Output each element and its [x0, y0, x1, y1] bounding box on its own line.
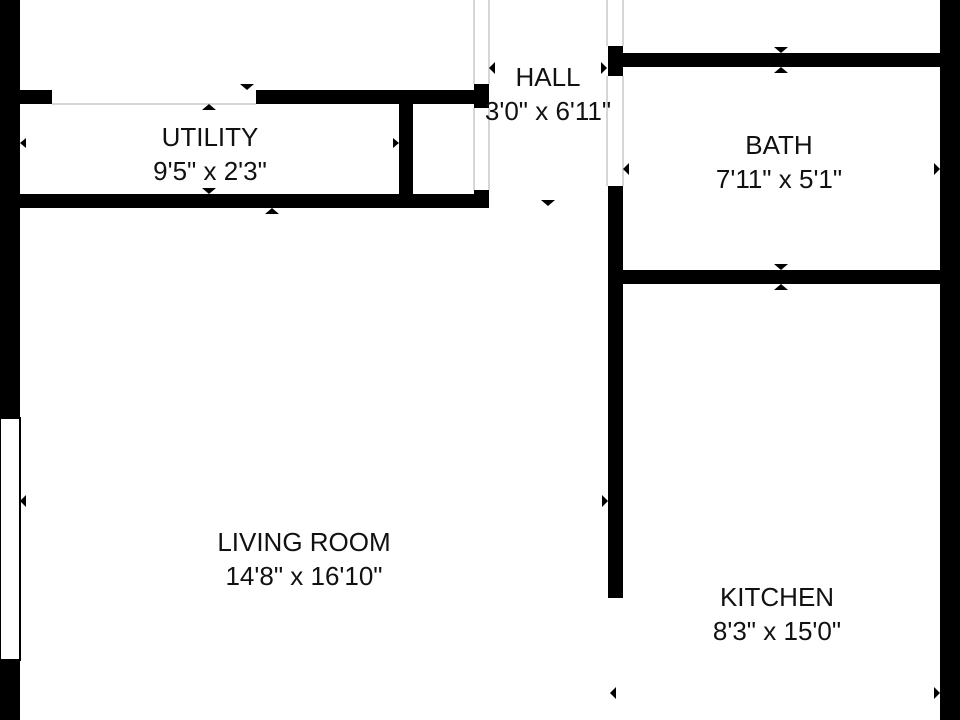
room-label-utility: UTILITY 9'5" x 2'3" — [100, 120, 320, 188]
bath-top-wall — [608, 53, 942, 67]
room-dimensions-kitchen: 8'3" x 15'0" — [712, 616, 842, 646]
room-name-kitchen: KITCHEN — [719, 582, 835, 612]
room-label-kitchen: KITCHEN 8'3" x 15'0" — [667, 580, 887, 648]
wall-left-upper — [0, 0, 20, 418]
bath-kitchen-wall — [608, 270, 942, 284]
arrow-bath-top-b — [774, 67, 788, 73]
arrow-bath-bottom-b — [774, 284, 788, 290]
arrow-living-left — [20, 495, 26, 507]
arrow-hall-bottom — [541, 200, 555, 206]
arrow-bath-bottom-a — [774, 264, 788, 270]
utility-top-wall-right — [256, 90, 488, 104]
hall-closet-stub-top — [474, 84, 489, 108]
hall-closet-stub-bottom — [474, 190, 489, 208]
utility-top-wall-left — [20, 90, 52, 104]
arrow-utility-top-b — [202, 104, 216, 110]
arrow-utility-left — [20, 138, 26, 148]
bath-left-wall — [608, 186, 623, 284]
arrow-utility-bottom-b — [265, 208, 279, 214]
arrow-bath-right — [934, 163, 940, 175]
arrow-hall-right — [601, 62, 607, 74]
arrow-kitchen-right — [934, 687, 940, 699]
room-name-living-room: LIVING ROOM — [217, 527, 391, 557]
kitchen-left-wall — [608, 284, 623, 598]
arrow-utility-right — [393, 138, 399, 148]
arrow-hall-left — [489, 62, 495, 74]
room-name-utility: UTILITY — [161, 122, 259, 152]
room-label-hall: HALL 3'0" x 6'11" — [438, 60, 658, 128]
utility-bottom-wall — [20, 194, 488, 208]
arrow-living-right — [602, 495, 608, 507]
room-name-bath: BATH — [745, 130, 813, 160]
room-dimensions-hall: 3'0" x 6'11" — [484, 96, 612, 126]
room-name-hall: HALL — [515, 62, 581, 92]
room-label-bath: BATH 7'11" x 5'1" — [669, 128, 889, 196]
room-dimensions-utility: 9'5" x 2'3" — [153, 156, 267, 186]
utility-closet-divider — [399, 90, 413, 208]
room-label-living-room: LIVING ROOM 14'8" x 16'10" — [194, 525, 414, 593]
arrow-bath-left — [623, 163, 629, 175]
wall-right — [940, 0, 960, 720]
arrow-utility-top-a — [240, 84, 254, 90]
wall-left-lower — [0, 660, 20, 720]
arrow-bath-top-a — [774, 47, 788, 53]
room-dimensions-bath: 7'11" x 5'1" — [715, 164, 843, 194]
dimension-markers — [20, 47, 940, 699]
living-window — [0, 417, 21, 661]
room-dimensions-living-room: 14'8" x 16'10" — [225, 561, 383, 591]
arrow-utility-bottom-a — [202, 188, 216, 194]
arrow-kitchen-left — [610, 687, 616, 699]
